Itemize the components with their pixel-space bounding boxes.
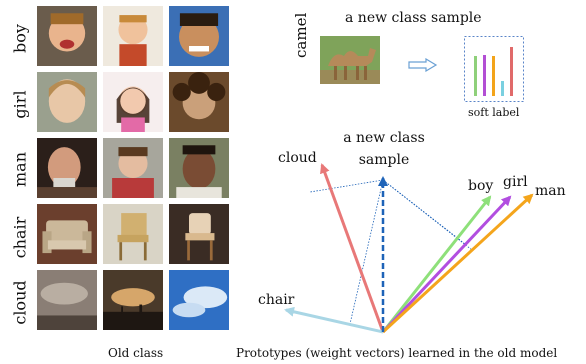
thumb-girl-2 [103, 72, 163, 132]
thumb-boy-2 [103, 6, 163, 66]
label-girl: girl [503, 174, 528, 190]
vector-boy [381, 195, 492, 333]
projection-to-chair [349, 179, 384, 325]
soft-label-bar [474, 56, 477, 96]
hollow-arrow-icon [408, 58, 438, 72]
thumb-man-2 [103, 138, 163, 198]
soft-label-bar [510, 47, 513, 96]
soft-label-bar [501, 81, 504, 96]
row-label-girl: girl [10, 90, 30, 119]
label-new-sample-line2: sample [359, 152, 410, 168]
row-label-man: man [10, 152, 30, 188]
projection-to-man [382, 179, 473, 251]
thumb-cloud-1 [37, 270, 97, 330]
camel-image [320, 36, 380, 84]
thumb-man-3 [169, 138, 229, 198]
label-new-sample-line1: a new class [343, 130, 425, 146]
prototypes-caption: Prototypes (weight vectors) learned in t… [236, 346, 558, 360]
thumb-girl-3 [169, 72, 229, 132]
camel-label: camel [292, 12, 310, 58]
vector-man [381, 193, 534, 334]
soft-label-bar [492, 56, 495, 96]
label-man: man [535, 183, 566, 199]
row-label-cloud: cloud [10, 280, 30, 325]
projection-to-cloud [309, 179, 384, 193]
thumb-cloud-2 [103, 270, 163, 330]
row-label-boy: boy [10, 24, 30, 53]
label-cloud: cloud [278, 150, 317, 166]
label-chair: chair [258, 292, 295, 308]
thumb-chair-2 [103, 204, 163, 264]
row-label-chair: chair [10, 216, 30, 259]
old-class-caption: Old class [108, 346, 164, 360]
prototype-vectors-diagram: a new class sample cloud boy girl man ch… [258, 130, 566, 334]
thumb-chair-3 [169, 204, 229, 264]
image-grid [37, 6, 235, 338]
thumb-man-1 [37, 138, 97, 198]
new-sample-title: a new class sample [345, 10, 482, 26]
soft-label-bar [483, 55, 486, 96]
vector-chair [284, 306, 384, 334]
thumb-boy-1 [37, 6, 97, 66]
thumb-chair-1 [37, 204, 97, 264]
label-boy: boy [468, 178, 493, 194]
soft-label-caption: soft label [468, 106, 520, 119]
thumb-cloud-3 [169, 270, 229, 330]
thumb-girl-1 [37, 72, 97, 132]
vector-cloud [320, 163, 385, 333]
vector-girl [381, 195, 512, 334]
thumb-boy-3 [169, 6, 229, 66]
soft-label-chart [464, 36, 524, 102]
